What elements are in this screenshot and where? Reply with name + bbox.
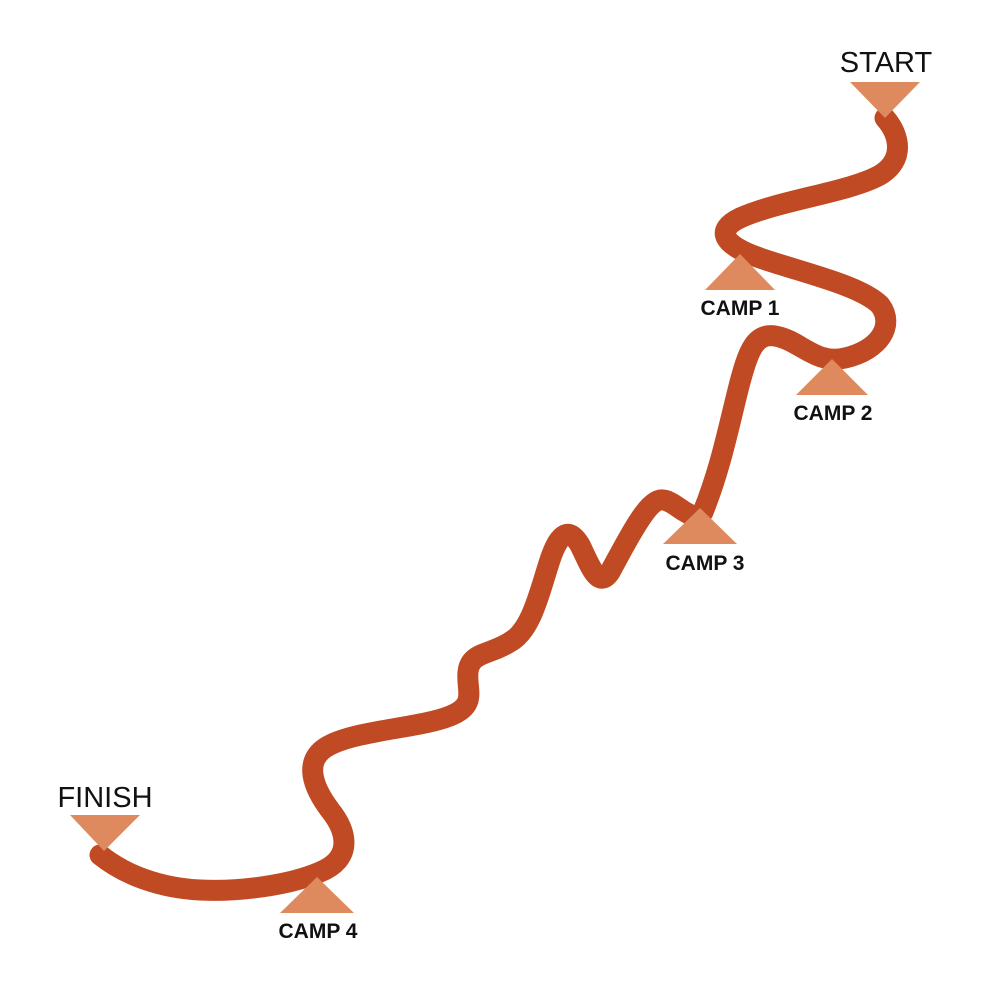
- camp3-label: CAMP 3: [666, 552, 745, 575]
- start-label: START: [840, 47, 933, 79]
- camp4-tent-icon: [280, 877, 354, 913]
- camp1-marker: CAMP 1: [701, 254, 780, 320]
- finish-label: FINISH: [57, 782, 152, 814]
- finish-flag-icon: [70, 815, 140, 851]
- camp2-tent-icon: [796, 359, 868, 395]
- camp2-label: CAMP 2: [794, 402, 873, 425]
- start-flag-icon: [850, 82, 920, 118]
- camp3-tent-icon: [663, 508, 737, 544]
- camp1-tent-icon: [705, 254, 775, 290]
- camp3-marker: CAMP 3: [663, 508, 744, 575]
- start-marker: START: [840, 47, 933, 118]
- camp4-marker: CAMP 4: [279, 877, 358, 943]
- finish-marker: FINISH: [57, 782, 153, 851]
- camp1-label: CAMP 1: [701, 297, 780, 320]
- trail-path: [89, 107, 908, 901]
- camp2-marker: CAMP 2: [794, 359, 873, 425]
- camp4-label: CAMP 4: [279, 920, 358, 943]
